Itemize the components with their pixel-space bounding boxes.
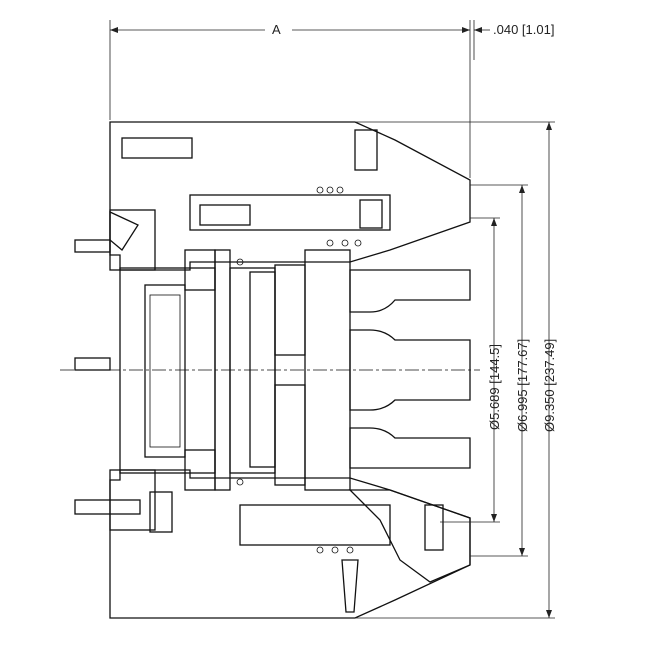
dim-bore-diameter-label: Ø5.689 [144.5] [487, 344, 502, 430]
dim-outer-diameter-label: Ø9.350 [237.49] [542, 339, 557, 432]
dim-pilot-diameter-label: Ø6.995 [177.67] [515, 339, 530, 432]
o-ring-seals [236, 186, 362, 554]
dim-face-offset-label: .040 [1.01] [493, 22, 554, 37]
dimension-face-offset: .040 [1.01] [473, 20, 554, 60]
dimension-pilot-diameter: Ø6.995 [177.67] [470, 184, 530, 557]
chuck-body [74, 121, 471, 619]
dimension-outer-diameter: Ø9.350 [237.49] [355, 121, 557, 619]
dimension-a: A [109, 20, 471, 178]
dim-a-label: A [272, 22, 281, 37]
dimension-bore-diameter: Ø5.689 [144.5] [440, 217, 502, 523]
